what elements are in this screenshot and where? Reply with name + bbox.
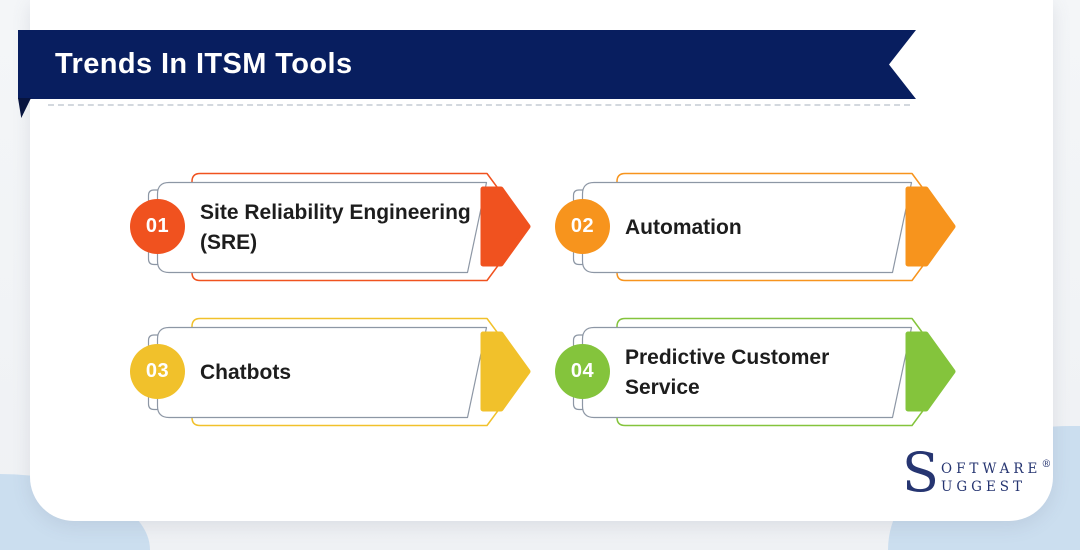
trend-item-1: 01 Site Reliability Engineering (SRE) (130, 172, 535, 282)
trend-item-4: 04 Predictive Customer Service (555, 317, 960, 427)
item-number-badge: 01 (130, 199, 185, 254)
page-title: Trends In ITSM Tools (55, 48, 353, 80)
item-number-badge: 04 (555, 344, 610, 399)
registered-trademark-symbol: ® (1041, 459, 1052, 470)
trend-item-2: 02 Automation (555, 172, 960, 282)
trend-item-3: 03 Chatbots (130, 317, 535, 427)
arrow-icon (480, 331, 531, 412)
ribbon-dashed-underline (48, 104, 910, 106)
arrow-icon (905, 331, 956, 412)
item-number-badge: 03 (130, 344, 185, 399)
arrow-icon (480, 186, 531, 267)
item-label: Site Reliability Engineering (SRE) (200, 200, 471, 254)
logo-word-software: OFTWARE® (941, 459, 1052, 477)
item-label: Automation (625, 215, 742, 239)
logo-word-suggest: UGGEST (941, 479, 1027, 495)
softwaresuggest-logo: S OFTWARE® UGGEST (902, 441, 1052, 504)
item-number-badge: 02 (555, 199, 610, 254)
arrow-icon (905, 186, 956, 267)
title-ribbon: Trends In ITSM Tools (18, 30, 916, 99)
item-banner-shape (572, 172, 956, 282)
item-label: Chatbots (200, 360, 291, 384)
logo-initial: S (902, 441, 939, 504)
item-label: Predictive Customer Service (625, 345, 830, 399)
